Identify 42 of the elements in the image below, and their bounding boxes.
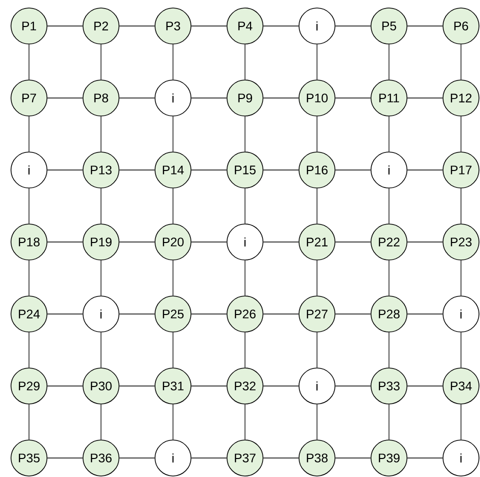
connector-line — [460, 116, 462, 152]
connector-line — [28, 404, 30, 440]
connector-line — [244, 404, 246, 440]
connector-line — [172, 116, 174, 152]
connector-line — [100, 332, 102, 368]
connector-line — [172, 332, 174, 368]
connector-line — [172, 188, 174, 224]
connector-line — [100, 260, 102, 296]
connector-line — [172, 404, 174, 440]
connector-line — [100, 404, 102, 440]
connector-line — [100, 188, 102, 224]
connector-line — [316, 404, 318, 440]
connector-line — [244, 44, 246, 80]
connector-line — [388, 188, 390, 224]
connector-line — [460, 44, 462, 80]
connector-line — [388, 260, 390, 296]
connector-line — [388, 404, 390, 440]
connector-line — [388, 44, 390, 80]
connector-line — [316, 44, 318, 80]
connector-line — [244, 332, 246, 368]
connector-line — [460, 260, 462, 296]
connector-line — [28, 44, 30, 80]
connector-line — [316, 188, 318, 224]
connector-line — [244, 260, 246, 296]
connector-line — [460, 332, 462, 368]
connector-line — [28, 116, 30, 152]
connector-line — [28, 188, 30, 224]
connector-line — [100, 44, 102, 80]
connector-line — [460, 404, 462, 440]
connector-line — [244, 116, 246, 152]
connector-line — [316, 260, 318, 296]
connector-line — [172, 44, 174, 80]
connector-line — [244, 188, 246, 224]
connector-line — [28, 332, 30, 368]
connector-line — [28, 260, 30, 296]
connector-line — [316, 116, 318, 152]
connector-line — [172, 260, 174, 296]
connector-line — [388, 332, 390, 368]
connector-line — [316, 332, 318, 368]
connector-line — [460, 188, 462, 224]
connector-line — [388, 116, 390, 152]
connector-line — [100, 116, 102, 152]
